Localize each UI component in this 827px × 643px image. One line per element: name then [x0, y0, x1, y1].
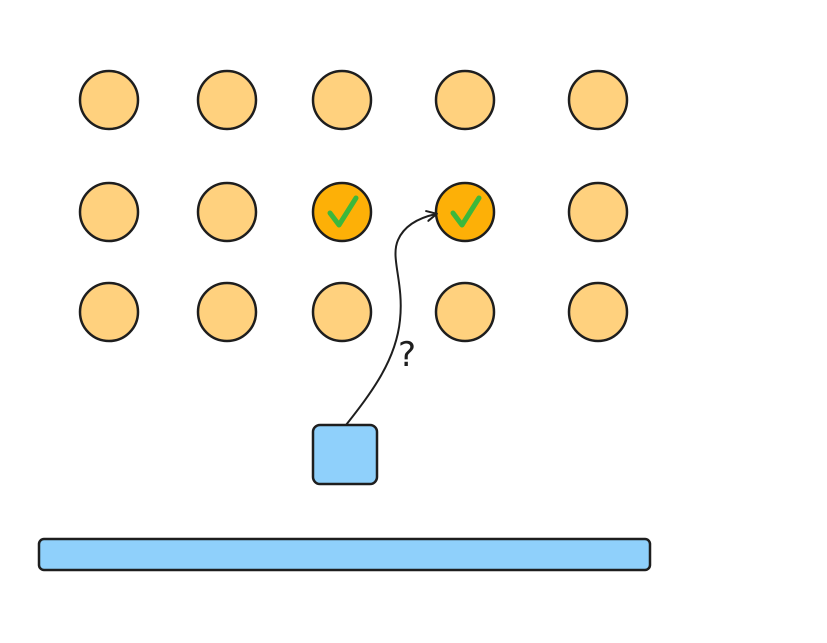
target-circle — [434, 281, 496, 343]
target-circle-r2-c5 — [567, 181, 629, 243]
target-circle-r2-c4 — [434, 181, 496, 243]
target-circle — [78, 69, 140, 131]
target-circle-r2-c2 — [196, 181, 258, 243]
target-grid — [78, 69, 629, 343]
target-circle-r3-c4 — [434, 281, 496, 343]
target-circle — [567, 281, 629, 343]
target-circle-r3-c3 — [311, 281, 373, 343]
paddle-bar — [37, 537, 652, 572]
target-circle — [78, 281, 140, 343]
target-circle-r3-c2 — [196, 281, 258, 343]
target-circle-r1-c5 — [567, 69, 629, 131]
target-circle — [567, 69, 629, 131]
target-circle — [311, 281, 373, 343]
target-circle — [311, 69, 373, 131]
target-circle — [78, 181, 140, 243]
target-circle — [196, 281, 258, 343]
target-circle-r1-c2 — [196, 69, 258, 131]
question-mark-label: ? — [398, 335, 416, 375]
target-circle — [196, 181, 258, 243]
checked-circle — [311, 181, 373, 243]
target-circle-r2-c3 — [311, 181, 373, 243]
trajectory-arrow — [345, 210, 438, 426]
checkmark-icon — [450, 195, 482, 228]
target-circle-r1-c3 — [311, 69, 373, 131]
target-circle-r2-c1 — [78, 181, 140, 243]
target-circle-r1-c1 — [78, 69, 140, 131]
target-circle — [434, 69, 496, 131]
shooter-block — [311, 423, 379, 486]
target-circle — [567, 181, 629, 243]
target-circle-r3-c5 — [567, 281, 629, 343]
target-circle-r3-c1 — [78, 281, 140, 343]
checkmark-icon — [327, 195, 359, 228]
target-circle — [196, 69, 258, 131]
target-circle-r1-c4 — [434, 69, 496, 131]
checked-circle — [434, 181, 496, 243]
